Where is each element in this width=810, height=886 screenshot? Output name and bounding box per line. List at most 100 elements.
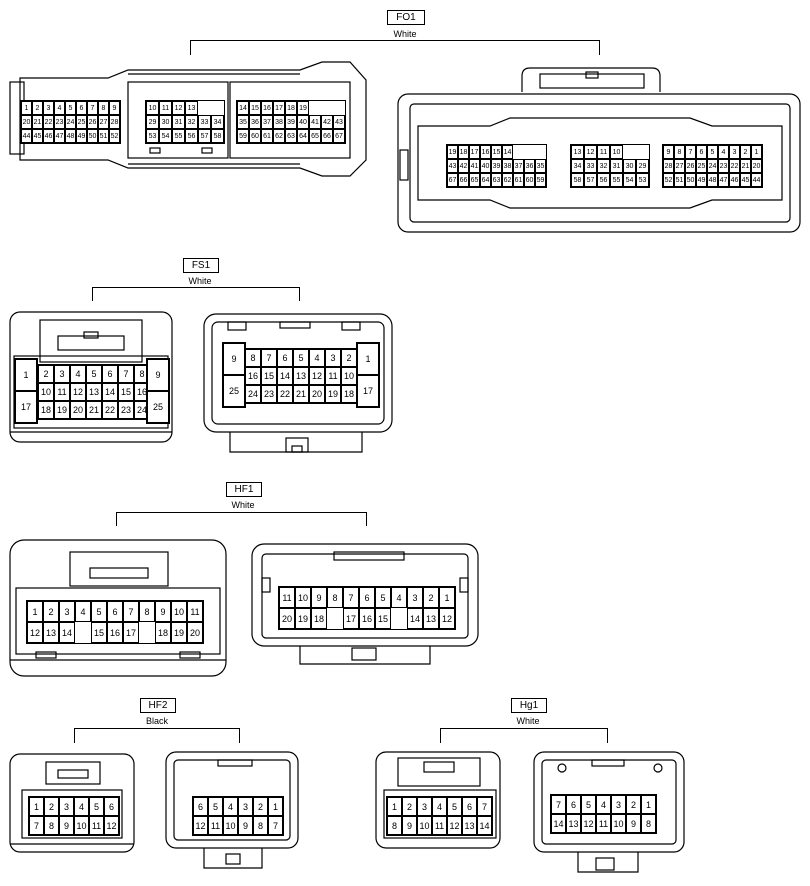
pin-cell: 8 — [387, 816, 402, 835]
pin-cell: 14 — [237, 101, 249, 115]
pin-cell: 1 — [21, 101, 32, 115]
pin-cell: 3 — [407, 587, 423, 608]
pin-cell: 34 — [571, 159, 584, 173]
pin-cell: 37 — [261, 115, 273, 129]
hf2-color: Black — [145, 716, 168, 726]
hf2-male-housing — [9, 753, 135, 853]
pin-cell: 23 — [54, 115, 65, 129]
pin-cell: 13 — [462, 816, 477, 835]
pin-cell: 8 — [139, 601, 155, 622]
pin-cell: 24 — [707, 159, 718, 173]
pin-cell: 3 — [59, 797, 74, 816]
pin-cell: 19 — [54, 401, 70, 419]
pin-cell: 57 — [584, 173, 597, 187]
pin-cell: 19 — [171, 622, 187, 643]
pin-cell: 14 — [502, 145, 513, 159]
pin-cell: 46 — [43, 129, 54, 143]
pin-cell: 9 — [147, 359, 169, 391]
pin-cell: 32 — [597, 159, 610, 173]
pin-cell: 11 — [279, 587, 295, 608]
pin-cell: 2 — [402, 797, 417, 816]
pin-cell: 10 — [417, 816, 432, 835]
fs1-color: White — [188, 276, 212, 286]
pin-cell: 13 — [571, 145, 584, 159]
pin-cell: 20 — [21, 115, 32, 129]
hf1-bracket — [116, 512, 367, 526]
pin-cell: 21 — [293, 385, 309, 403]
pin-cell: 18 — [155, 622, 171, 643]
pin-cell: 22 — [102, 401, 118, 419]
pin-cell: 45 — [740, 173, 751, 187]
pin-cell: 8 — [327, 587, 343, 608]
fs1-female-housing — [203, 313, 393, 453]
pin-cell: 6 — [107, 601, 123, 622]
pin-cell: 41 — [309, 115, 321, 129]
pin-cell: 15 — [375, 608, 391, 629]
pin-cell: 48 — [65, 129, 76, 143]
pin-cell: 36 — [249, 115, 261, 129]
pin-cell: 53 — [146, 129, 159, 143]
pin-cell: 65 — [309, 129, 321, 143]
pin-cell: 14 — [407, 608, 423, 629]
pin-cell: 57 — [198, 129, 211, 143]
pin-cell: 17 — [469, 145, 480, 159]
fs1-label: FS1 — [183, 258, 219, 273]
fo1-color: White — [393, 29, 417, 39]
pin-cell: 17 — [273, 101, 285, 115]
pin-cell: 26 — [87, 115, 98, 129]
pin-cell: 5 — [86, 365, 102, 383]
pin-cell: 19 — [447, 145, 458, 159]
pin-cell: 4 — [223, 797, 238, 816]
pin-cell: 31 — [172, 115, 185, 129]
pin-cell: 12 — [70, 383, 86, 401]
pin-cell: 2 — [626, 795, 641, 814]
pin-cell: 40 — [297, 115, 309, 129]
pin-cell: 16 — [261, 101, 273, 115]
pin-cell: 16 — [107, 622, 123, 643]
pin-cell: 9 — [223, 343, 245, 375]
pin-cell: 6 — [566, 795, 581, 814]
pin-cell: 9 — [663, 145, 674, 159]
pin-cell — [327, 608, 343, 629]
pin-cell: 10 — [171, 601, 187, 622]
pin-cell: 45 — [32, 129, 43, 143]
pin-cell: 9 — [155, 601, 171, 622]
pin-cell: 16 — [245, 367, 261, 385]
pin-cell — [198, 101, 211, 115]
pin-cell — [211, 101, 224, 115]
pin-cell: 2 — [38, 365, 54, 383]
pin-cell — [333, 101, 345, 115]
pin-cell: 8 — [245, 349, 261, 367]
pin-cell: 2 — [44, 797, 59, 816]
pin-cell: 1 — [439, 587, 455, 608]
pin-cell: 33 — [584, 159, 597, 173]
pin-cell: 43 — [333, 115, 345, 129]
pin-cell: 35 — [535, 159, 546, 173]
pin-cell: 10 — [610, 145, 623, 159]
pin-cell: 2 — [423, 587, 439, 608]
pin-cell: 52 — [663, 173, 674, 187]
pin-cell: 31 — [610, 159, 623, 173]
pin-cell: 19 — [295, 608, 311, 629]
hg1-male-housing — [375, 751, 501, 849]
pin-cell: 11 — [54, 383, 70, 401]
pin-cell: 8 — [674, 145, 685, 159]
pin-cell: 19 — [297, 101, 309, 115]
hf2-label: HF2 — [140, 698, 176, 713]
pin-cell — [75, 622, 91, 643]
fs1-bracket — [92, 287, 300, 301]
pin-cell: 21 — [32, 115, 43, 129]
pin-cell: 6 — [359, 587, 375, 608]
pin-cell: 6 — [462, 797, 477, 816]
pin-cell: 3 — [611, 795, 626, 814]
pin-cell: 1 — [15, 359, 37, 391]
pin-cell: 12 — [439, 608, 455, 629]
pin-cell: 17 — [343, 608, 359, 629]
pin-cell: 56 — [185, 129, 198, 143]
pin-cell: 1 — [29, 797, 44, 816]
pin-cell: 8 — [641, 814, 656, 833]
pin-cell: 7 — [268, 816, 283, 835]
pin-cell: 63 — [491, 173, 502, 187]
pin-cell: 18 — [341, 385, 357, 403]
